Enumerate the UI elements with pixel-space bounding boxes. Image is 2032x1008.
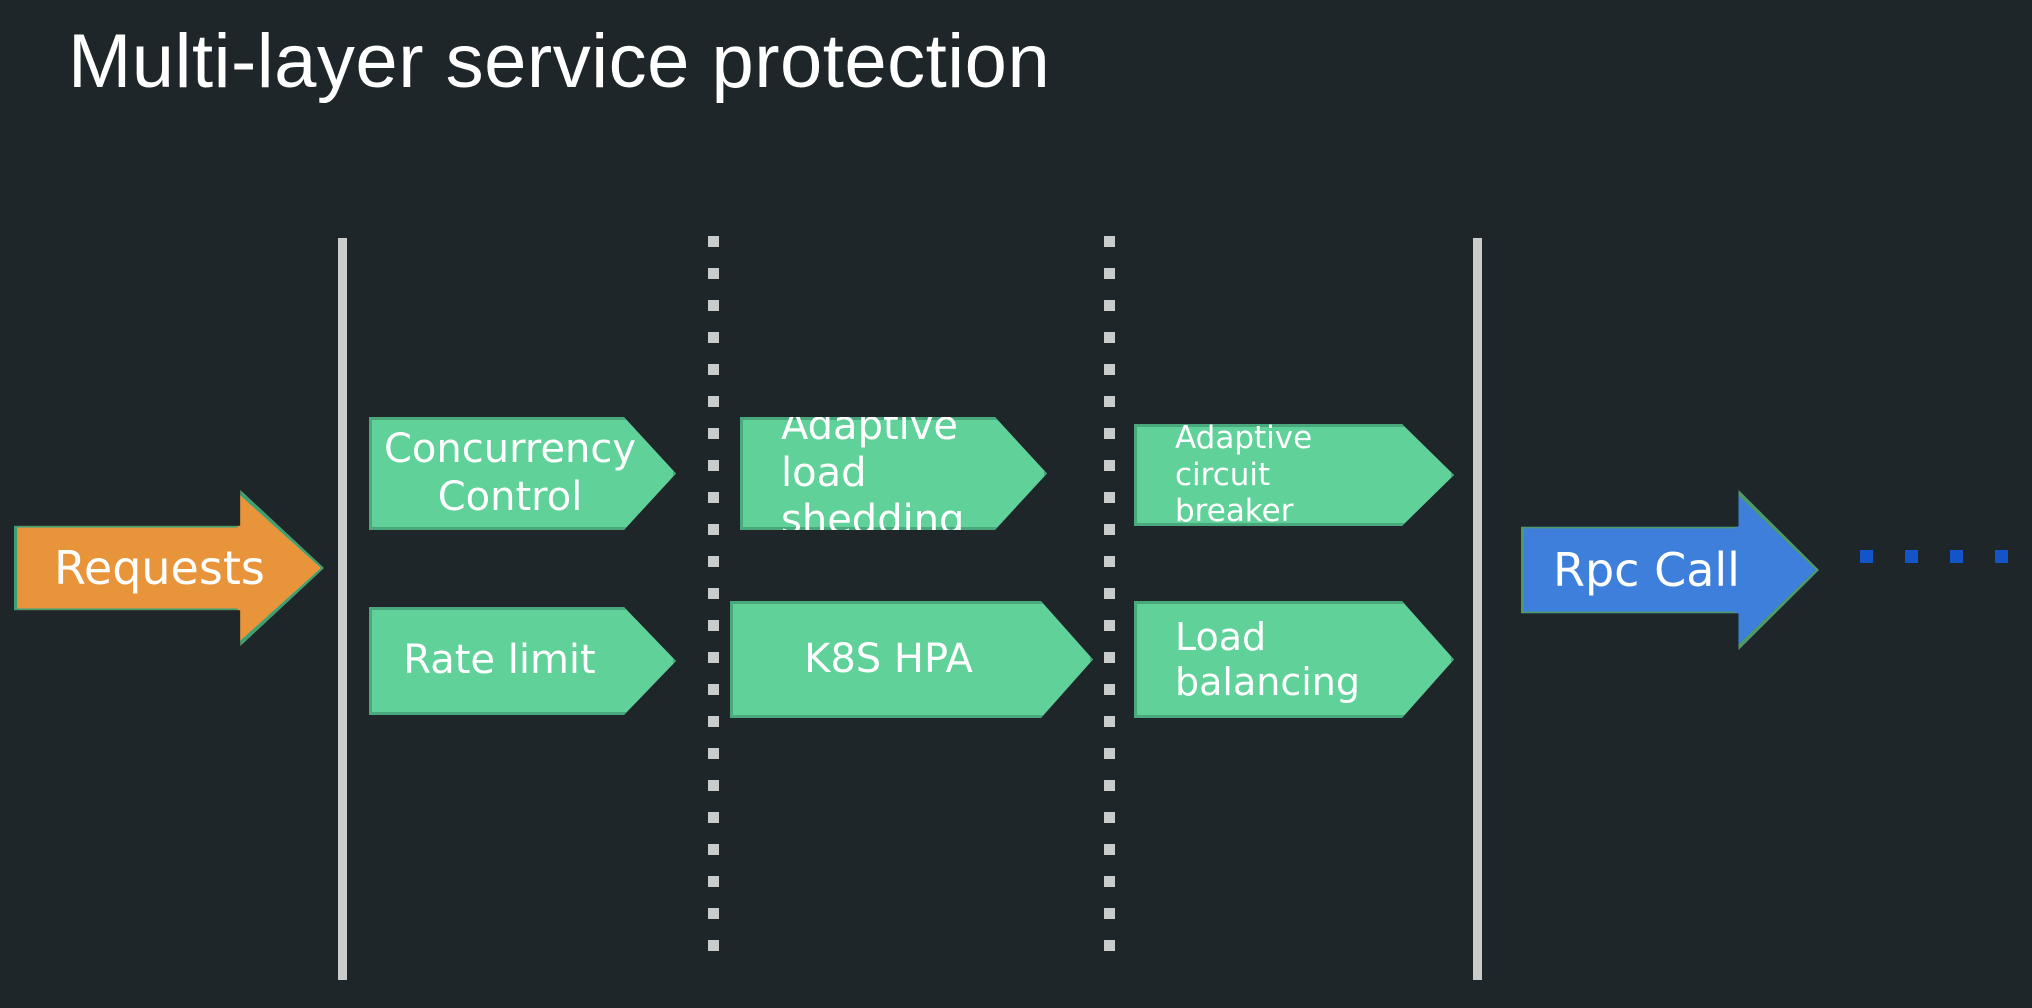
- rpc-call-arrow-label: Rpc Call: [1553, 543, 1740, 597]
- trailing-dot: [1995, 550, 2008, 563]
- trailing-dot: [1950, 550, 1963, 563]
- stage-rate-limit-label: Rate limit: [403, 637, 596, 684]
- divider-line-2: [1104, 236, 1115, 960]
- page-title: Multi-layer service protection: [68, 19, 1051, 104]
- stage-concurrency-control: Concurrency Control: [369, 417, 676, 530]
- requests-arrow: Requests: [14, 490, 324, 646]
- stage-load-balancing-label: Load balancing: [1175, 614, 1360, 704]
- stage-k8s-hpa-label: K8S HPA: [804, 635, 973, 682]
- stage-adaptive-load-shedding-label: Adaptive load shedding: [781, 402, 965, 544]
- stage-adaptive-circuit-breaker: Adaptive circuit breaker: [1134, 424, 1454, 526]
- trailing-dot: [1860, 550, 1873, 563]
- boundary-line-right: [1473, 238, 1482, 980]
- trailing-dots: [1860, 550, 2008, 563]
- stage-k8s-hpa: K8S HPA: [730, 601, 1093, 718]
- stage-adaptive-circuit-breaker-label: Adaptive circuit breaker: [1175, 420, 1313, 530]
- divider-line-1: [708, 236, 719, 960]
- rpc-call-arrow: Rpc Call: [1521, 490, 1819, 650]
- stage-concurrency-control-label: Concurrency Control: [384, 426, 637, 520]
- stage-rate-limit: Rate limit: [369, 607, 676, 715]
- stage-adaptive-load-shedding: Adaptive load shedding: [740, 417, 1047, 530]
- boundary-line-left: [338, 238, 347, 980]
- stage-load-balancing: Load balancing: [1134, 601, 1454, 718]
- trailing-dot: [1905, 550, 1918, 563]
- requests-arrow-label: Requests: [54, 541, 265, 595]
